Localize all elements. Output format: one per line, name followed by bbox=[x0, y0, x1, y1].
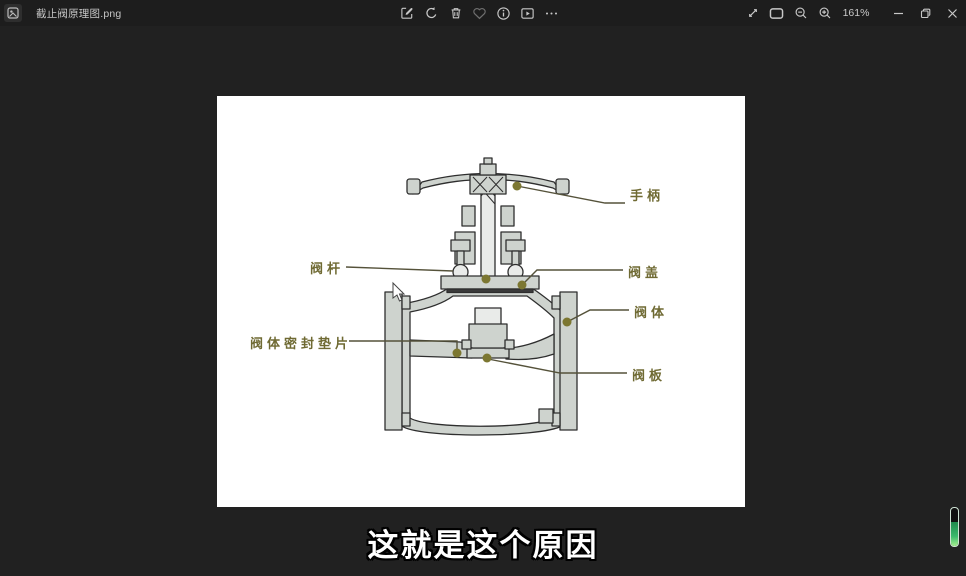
label-bonnet: 阀盖 bbox=[628, 265, 663, 280]
rotate-icon[interactable] bbox=[424, 6, 439, 21]
photos-app-icon bbox=[4, 4, 22, 22]
globe-valve-diagram bbox=[345, 157, 629, 436]
label-handle: 手柄 bbox=[630, 188, 665, 203]
zoom-in-icon[interactable] bbox=[817, 6, 832, 21]
slideshow-icon[interactable] bbox=[520, 6, 535, 21]
zoom-level: 161% bbox=[842, 7, 870, 19]
restore-button[interactable] bbox=[912, 0, 939, 26]
video-subtitle: 这就是这个原因 bbox=[367, 528, 599, 563]
label-gasket: 阀体密封垫片 bbox=[250, 336, 353, 351]
toolbar bbox=[400, 0, 559, 26]
zoom-controls: 161% bbox=[745, 6, 871, 21]
callout-lines bbox=[345, 185, 629, 374]
volume-fill bbox=[951, 522, 958, 546]
close-button[interactable] bbox=[939, 0, 966, 26]
image-canvas[interactable]: 手柄 阀杆 阀盖 阀体 阀体密封垫片 阀板 bbox=[217, 96, 745, 507]
favorite-icon[interactable] bbox=[472, 6, 487, 21]
more-icon[interactable] bbox=[544, 6, 559, 21]
fullscreen-icon[interactable] bbox=[745, 6, 760, 21]
delete-icon[interactable] bbox=[448, 6, 463, 21]
file-name: 截止阀原理图.png bbox=[36, 7, 122, 20]
edit-image-icon[interactable] bbox=[400, 6, 415, 21]
label-disc: 阀板 bbox=[632, 368, 667, 383]
fit-to-window-icon[interactable] bbox=[769, 6, 784, 21]
label-stem: 阀杆 bbox=[310, 261, 345, 276]
callout-dots bbox=[452, 181, 572, 363]
minimize-button[interactable] bbox=[885, 0, 912, 26]
title-bar: 截止阀原理图.png bbox=[0, 0, 966, 26]
zoom-out-icon[interactable] bbox=[793, 6, 808, 21]
image-tab[interactable]: 截止阀原理图.png bbox=[0, 0, 121, 26]
window-controls-area: 161% bbox=[745, 0, 966, 26]
mouse-cursor bbox=[392, 281, 406, 302]
volume-indicator bbox=[950, 507, 959, 547]
label-body: 阀体 bbox=[634, 305, 669, 320]
info-icon[interactable] bbox=[496, 6, 511, 21]
